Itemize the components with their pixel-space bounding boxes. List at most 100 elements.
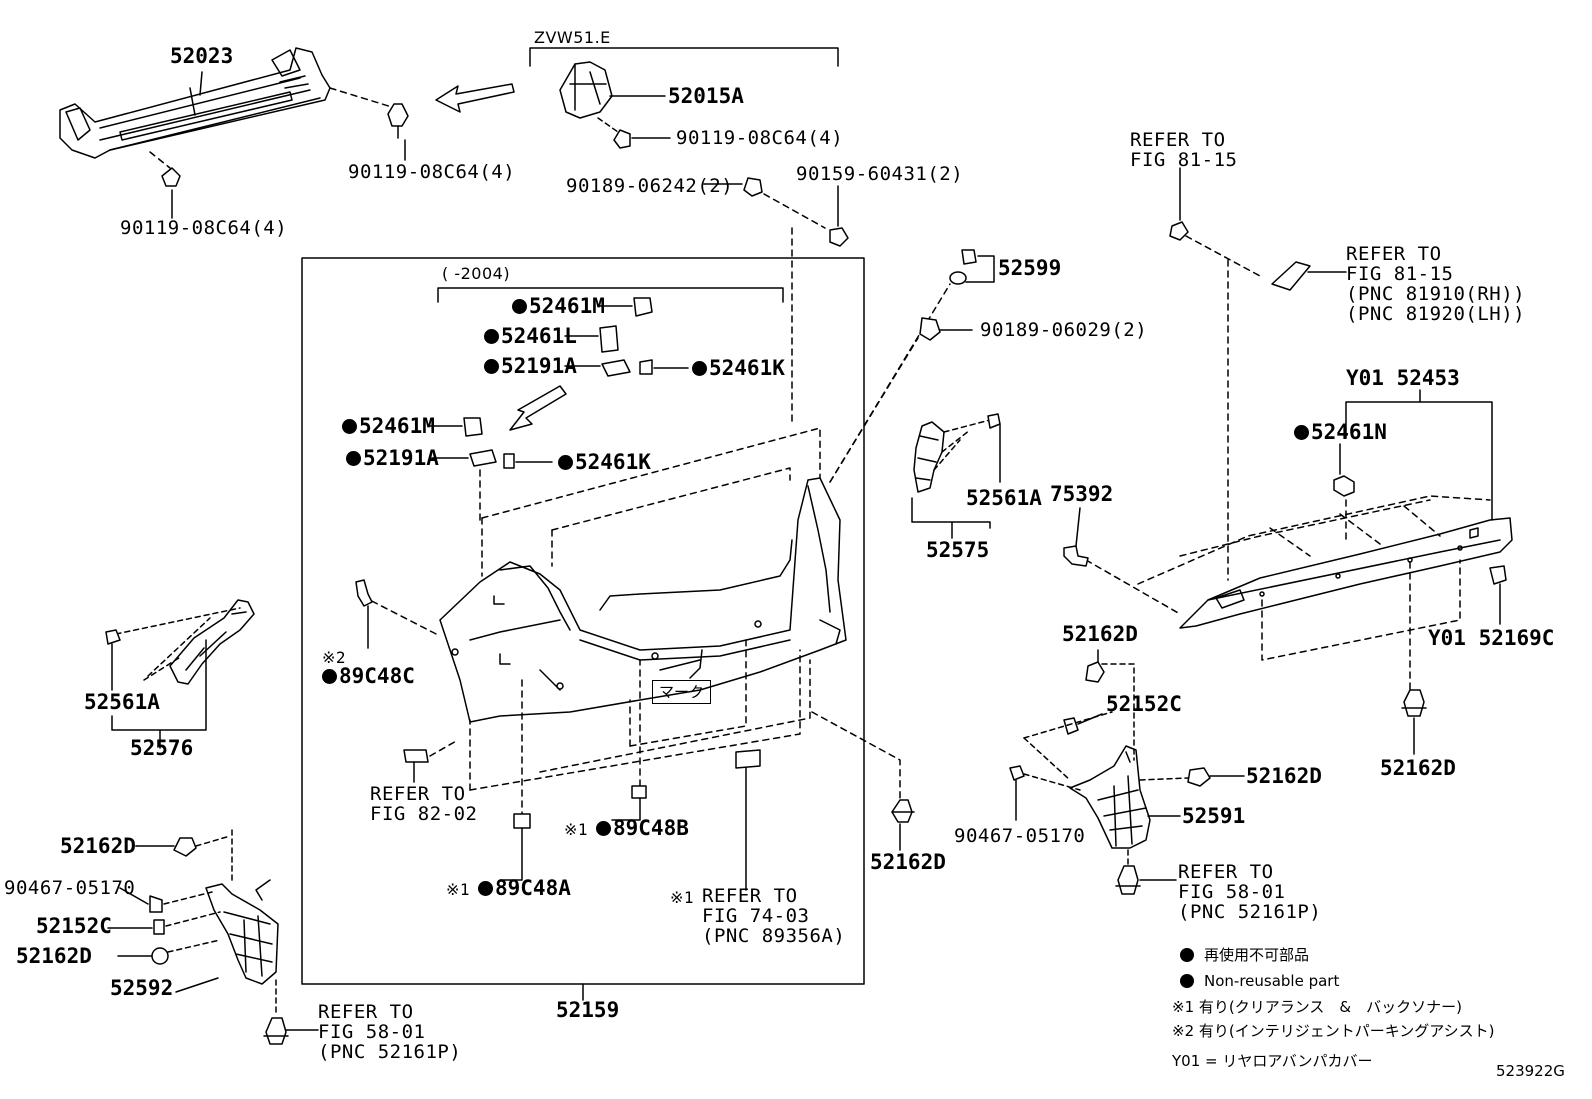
label-date-range: ( -2004)	[442, 264, 511, 283]
legend-non-reusable-en: Non-reusable part	[1180, 970, 1339, 992]
label-52023: 52023	[170, 44, 234, 68]
pads-upper	[564, 297, 689, 377]
label-90467-right: 90467-05170	[954, 825, 1086, 847]
label-52461M-1: 52461M	[512, 296, 605, 317]
label-90119-c: 90119-08C64(4)	[676, 127, 844, 149]
refer-81-15b-line4: (PNC 81920(LH))	[1346, 303, 1526, 325]
pads-lower	[427, 417, 553, 469]
bracket-52591-drawing	[1069, 745, 1151, 849]
bracket-52015A-drawing	[559, 61, 613, 119]
refer-74-03-line3[interactable]: (PNC 89356A)	[702, 925, 846, 947]
pad-52169C-drawing	[1489, 565, 1507, 625]
clip-89C48C	[355, 579, 373, 649]
label-52162D-l2: 52162D	[16, 944, 92, 968]
refer-58-01r-line1[interactable]: REFER TO	[1178, 861, 1274, 883]
label-52453: Y01 52453	[1346, 366, 1460, 390]
bolt-90119-b	[149, 151, 181, 219]
label-52162D-center: 52162D	[870, 850, 946, 874]
reinforcement-52023-drawing	[59, 47, 331, 159]
left-fasteners	[107, 829, 319, 1045]
refer-81-15b-line2[interactable]: FIG 81-15	[1346, 263, 1454, 285]
refer-74-03-note: ※1	[670, 888, 695, 907]
refer-81-15-fasteners	[1169, 167, 1347, 581]
label-89C48B-note: ※1	[564, 820, 589, 839]
label-52591: 52591	[1182, 804, 1246, 828]
label-52461N: 52461N	[1294, 422, 1387, 443]
bolt-90119-a	[329, 87, 409, 161]
bumper-cover-drawing	[439, 477, 847, 723]
direction-arrow	[435, 83, 515, 113]
label-74-03	[735, 749, 761, 891]
refer-74-03-line1[interactable]: REFER TO	[702, 885, 798, 907]
refer-82-02-line1[interactable]: REFER TO	[370, 783, 466, 805]
clip-89C48B	[611, 785, 647, 821]
label-52152C-left: 52152C	[36, 914, 112, 938]
refer-58-01r-line3: (PNC 52161P)	[1178, 901, 1322, 923]
bracket-52592-drawing	[205, 879, 279, 985]
bolt-90119-c	[597, 117, 671, 149]
right-fasteners	[1009, 649, 1245, 895]
label-52159: 52159	[556, 998, 620, 1022]
label-52461K-2: 52461K	[558, 452, 651, 473]
refer-82-02-line2[interactable]: FIG 82-02	[370, 803, 478, 825]
refer-58-01l-line3: (PNC 52161P)	[318, 1041, 462, 1063]
label-52576: 52576	[130, 736, 194, 760]
pad-52461N	[1333, 475, 1355, 497]
connector-82-02	[403, 749, 429, 783]
refer-81-15a-line1[interactable]: REFER TO	[1130, 129, 1226, 151]
label-90189-06029: 90189-06029(2)	[980, 319, 1148, 341]
variant-bracket	[529, 47, 839, 67]
dashed-guides-frame	[361, 283, 951, 819]
label-52461L: 52461L	[484, 326, 577, 347]
label-90189-06242: 90189-06242(2)	[566, 175, 734, 197]
label-89C48B: 89C48B	[596, 818, 689, 839]
label-90159-60431: 90159-60431(2)	[796, 163, 964, 185]
clip-90189-06029-drawing	[919, 317, 973, 341]
clip-52162D-center	[891, 799, 915, 851]
bracket-52575-drawing	[911, 413, 1001, 539]
mark-box: マーク	[652, 680, 712, 704]
label-89C48A-note: ※1	[446, 880, 471, 899]
refer-81-15b-line3: (PNC 81910(RH))	[1346, 283, 1526, 305]
label-89C48C-note: ※2	[322, 648, 347, 667]
legend-dot-icon	[1180, 974, 1194, 988]
clip-52599-drawing	[949, 249, 995, 285]
screw-90159	[829, 185, 849, 247]
legend-y01: Y01 = リヤロアバンパカバー	[1172, 1052, 1373, 1070]
refer-58-01r-line2[interactable]: FIG 58-01	[1178, 881, 1286, 903]
label-89C48A: 89C48A	[478, 878, 571, 899]
label-52191A-2: 52191A	[346, 448, 439, 469]
refer-74-03-line2[interactable]: FIG 74-03	[702, 905, 810, 927]
label-52162D-r1: 52162D	[1062, 622, 1138, 646]
refer-81-15a-line2[interactable]: FIG 81-15	[1130, 149, 1238, 171]
label-52599: 52599	[998, 256, 1062, 280]
label-89C48C: 89C48C	[322, 666, 415, 687]
year-bracket	[437, 287, 784, 303]
spoiler-52453-drawing	[1179, 517, 1513, 629]
refer-81-15b-line1[interactable]: REFER TO	[1346, 243, 1442, 265]
label-75392: 75392	[1050, 482, 1114, 506]
bracket-52576-drawing	[105, 599, 255, 749]
label-52015A: 52015A	[668, 84, 744, 108]
refer-58-01l-line2[interactable]: FIG 58-01	[318, 1021, 426, 1043]
label-52162D-l1: 52162D	[60, 834, 136, 858]
refer-58-01l-line1[interactable]: REFER TO	[318, 1001, 414, 1023]
diagram-code: 523922G	[1496, 1062, 1565, 1080]
label-52461K-1: 52461K	[692, 358, 785, 379]
legend-note1: ※1 有り(クリアランス & バックソナー)	[1172, 998, 1462, 1016]
spoiler-dashed	[1085, 495, 1491, 691]
label-90119-a: 90119-08C64(4)	[348, 161, 516, 183]
mark-leader	[689, 649, 703, 679]
label-90119-b: 90119-08C64(4)	[120, 217, 288, 239]
legend-note2: ※2 有り(インテリジェントパーキングアシスト)	[1172, 1022, 1495, 1040]
clip-75392-drawing	[1063, 507, 1089, 567]
label-52561A-right: 52561A	[966, 486, 1042, 510]
label-52162D-r2: 52162D	[1246, 764, 1322, 788]
clip-89C48A	[499, 813, 531, 881]
direction-arrow-2	[509, 385, 567, 431]
label-variant: ZVW51.E	[534, 28, 611, 47]
label-52575: 52575	[926, 538, 990, 562]
legend-dot-icon	[1180, 948, 1194, 962]
